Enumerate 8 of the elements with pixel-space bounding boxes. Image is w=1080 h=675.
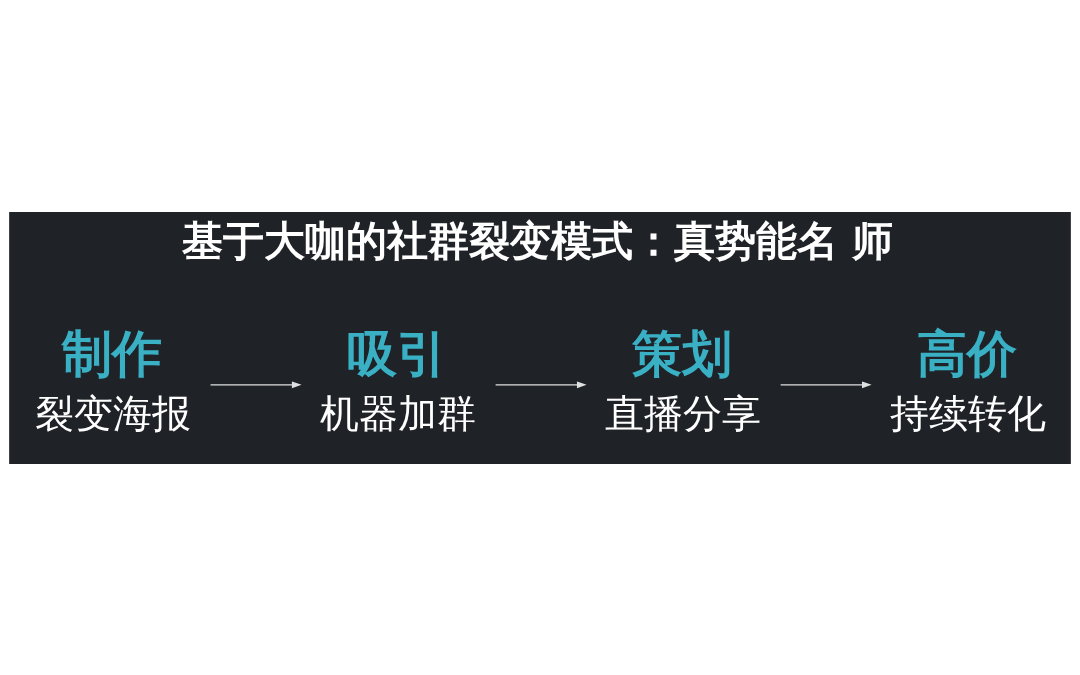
node-text: 高价 持续转化 [890, 324, 1047, 436]
arrow [209, 380, 302, 388]
arrow [494, 380, 587, 388]
node-text: 策划 直播分享 [605, 324, 762, 436]
arrow [779, 380, 872, 388]
node-text: 吸引 机器加群 [320, 324, 477, 436]
diagram-title: 基于大咖的社群裂变模式：真势能名 师 [181, 216, 894, 265]
node-text: 制作 裂变海报 [35, 324, 192, 436]
